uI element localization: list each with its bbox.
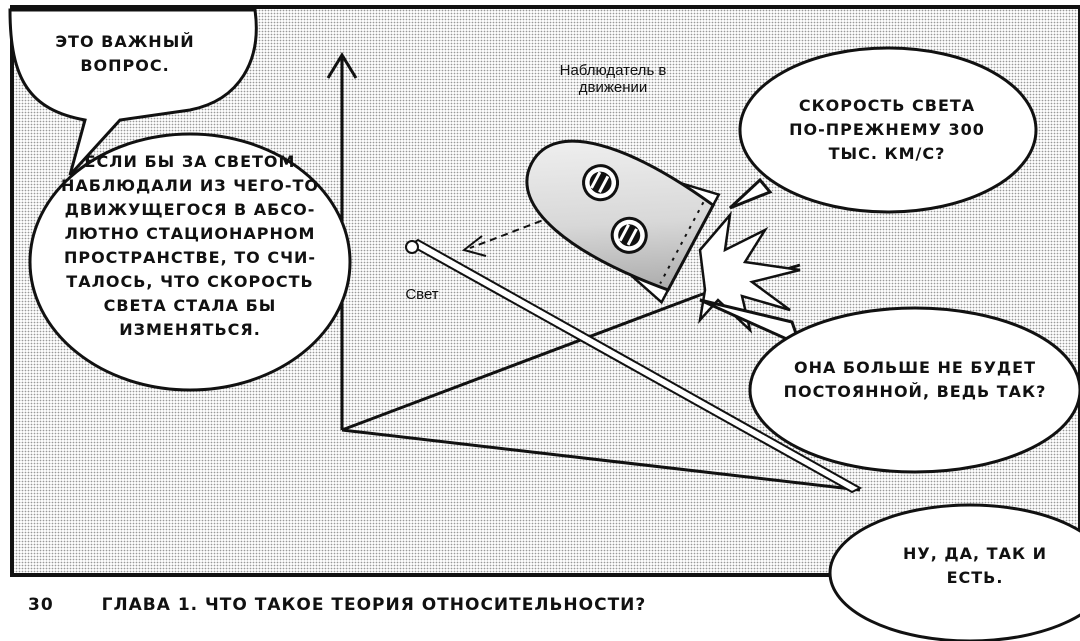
- bubble-answer-text: НУ, ДА, ТАК И ЕСТЬ.: [903, 544, 1047, 587]
- bubble-notconstant-text: ОНА БОЛЬШЕ НЕ БУДЕТ ПОСТОЯННОЙ, ВЕДЬ ТАК…: [783, 358, 1047, 401]
- chapter-title: ГЛАВА 1. ЧТО ТАКОЕ ТЕОРИЯ ОТНОСИТЕЛЬНОСТ…: [101, 595, 647, 615]
- observer-label: Наблюдатель в движении: [559, 62, 667, 96]
- bubble-explanation-text: ЕСЛИ БЫ ЗА СВЕТОМ НАБЛЮДАЛИ ИЗ ЧЕГО-ТО Д…: [60, 152, 320, 339]
- bubble-important-text: ЭТО ВАЖНЫЙ ВОПРОС.: [55, 32, 195, 75]
- page-footer: 30 ГЛАВА 1. ЧТО ТАКОЕ ТЕОРИЯ ОТНОСИТЕЛЬНО…: [28, 595, 646, 615]
- light-beam: [405, 238, 863, 494]
- bubble-question-text: СКОРОСТЬ СВЕТА ПО-ПРЕЖНЕМУ 300 ТЫС. КМ/С…: [789, 96, 985, 163]
- page-number: 30: [28, 595, 54, 615]
- bubble-notconstant-body: [748, 306, 1080, 474]
- exhaust-burst: [698, 210, 801, 334]
- rocket-icon: [525, 139, 721, 305]
- bubble-explanation-shape: [28, 132, 352, 392]
- light-label: Свет: [405, 286, 439, 303]
- bubble-important-shape: [8, 8, 258, 177]
- bubble-question-shape: [728, 177, 773, 210]
- bubble-question-body: [738, 46, 1038, 214]
